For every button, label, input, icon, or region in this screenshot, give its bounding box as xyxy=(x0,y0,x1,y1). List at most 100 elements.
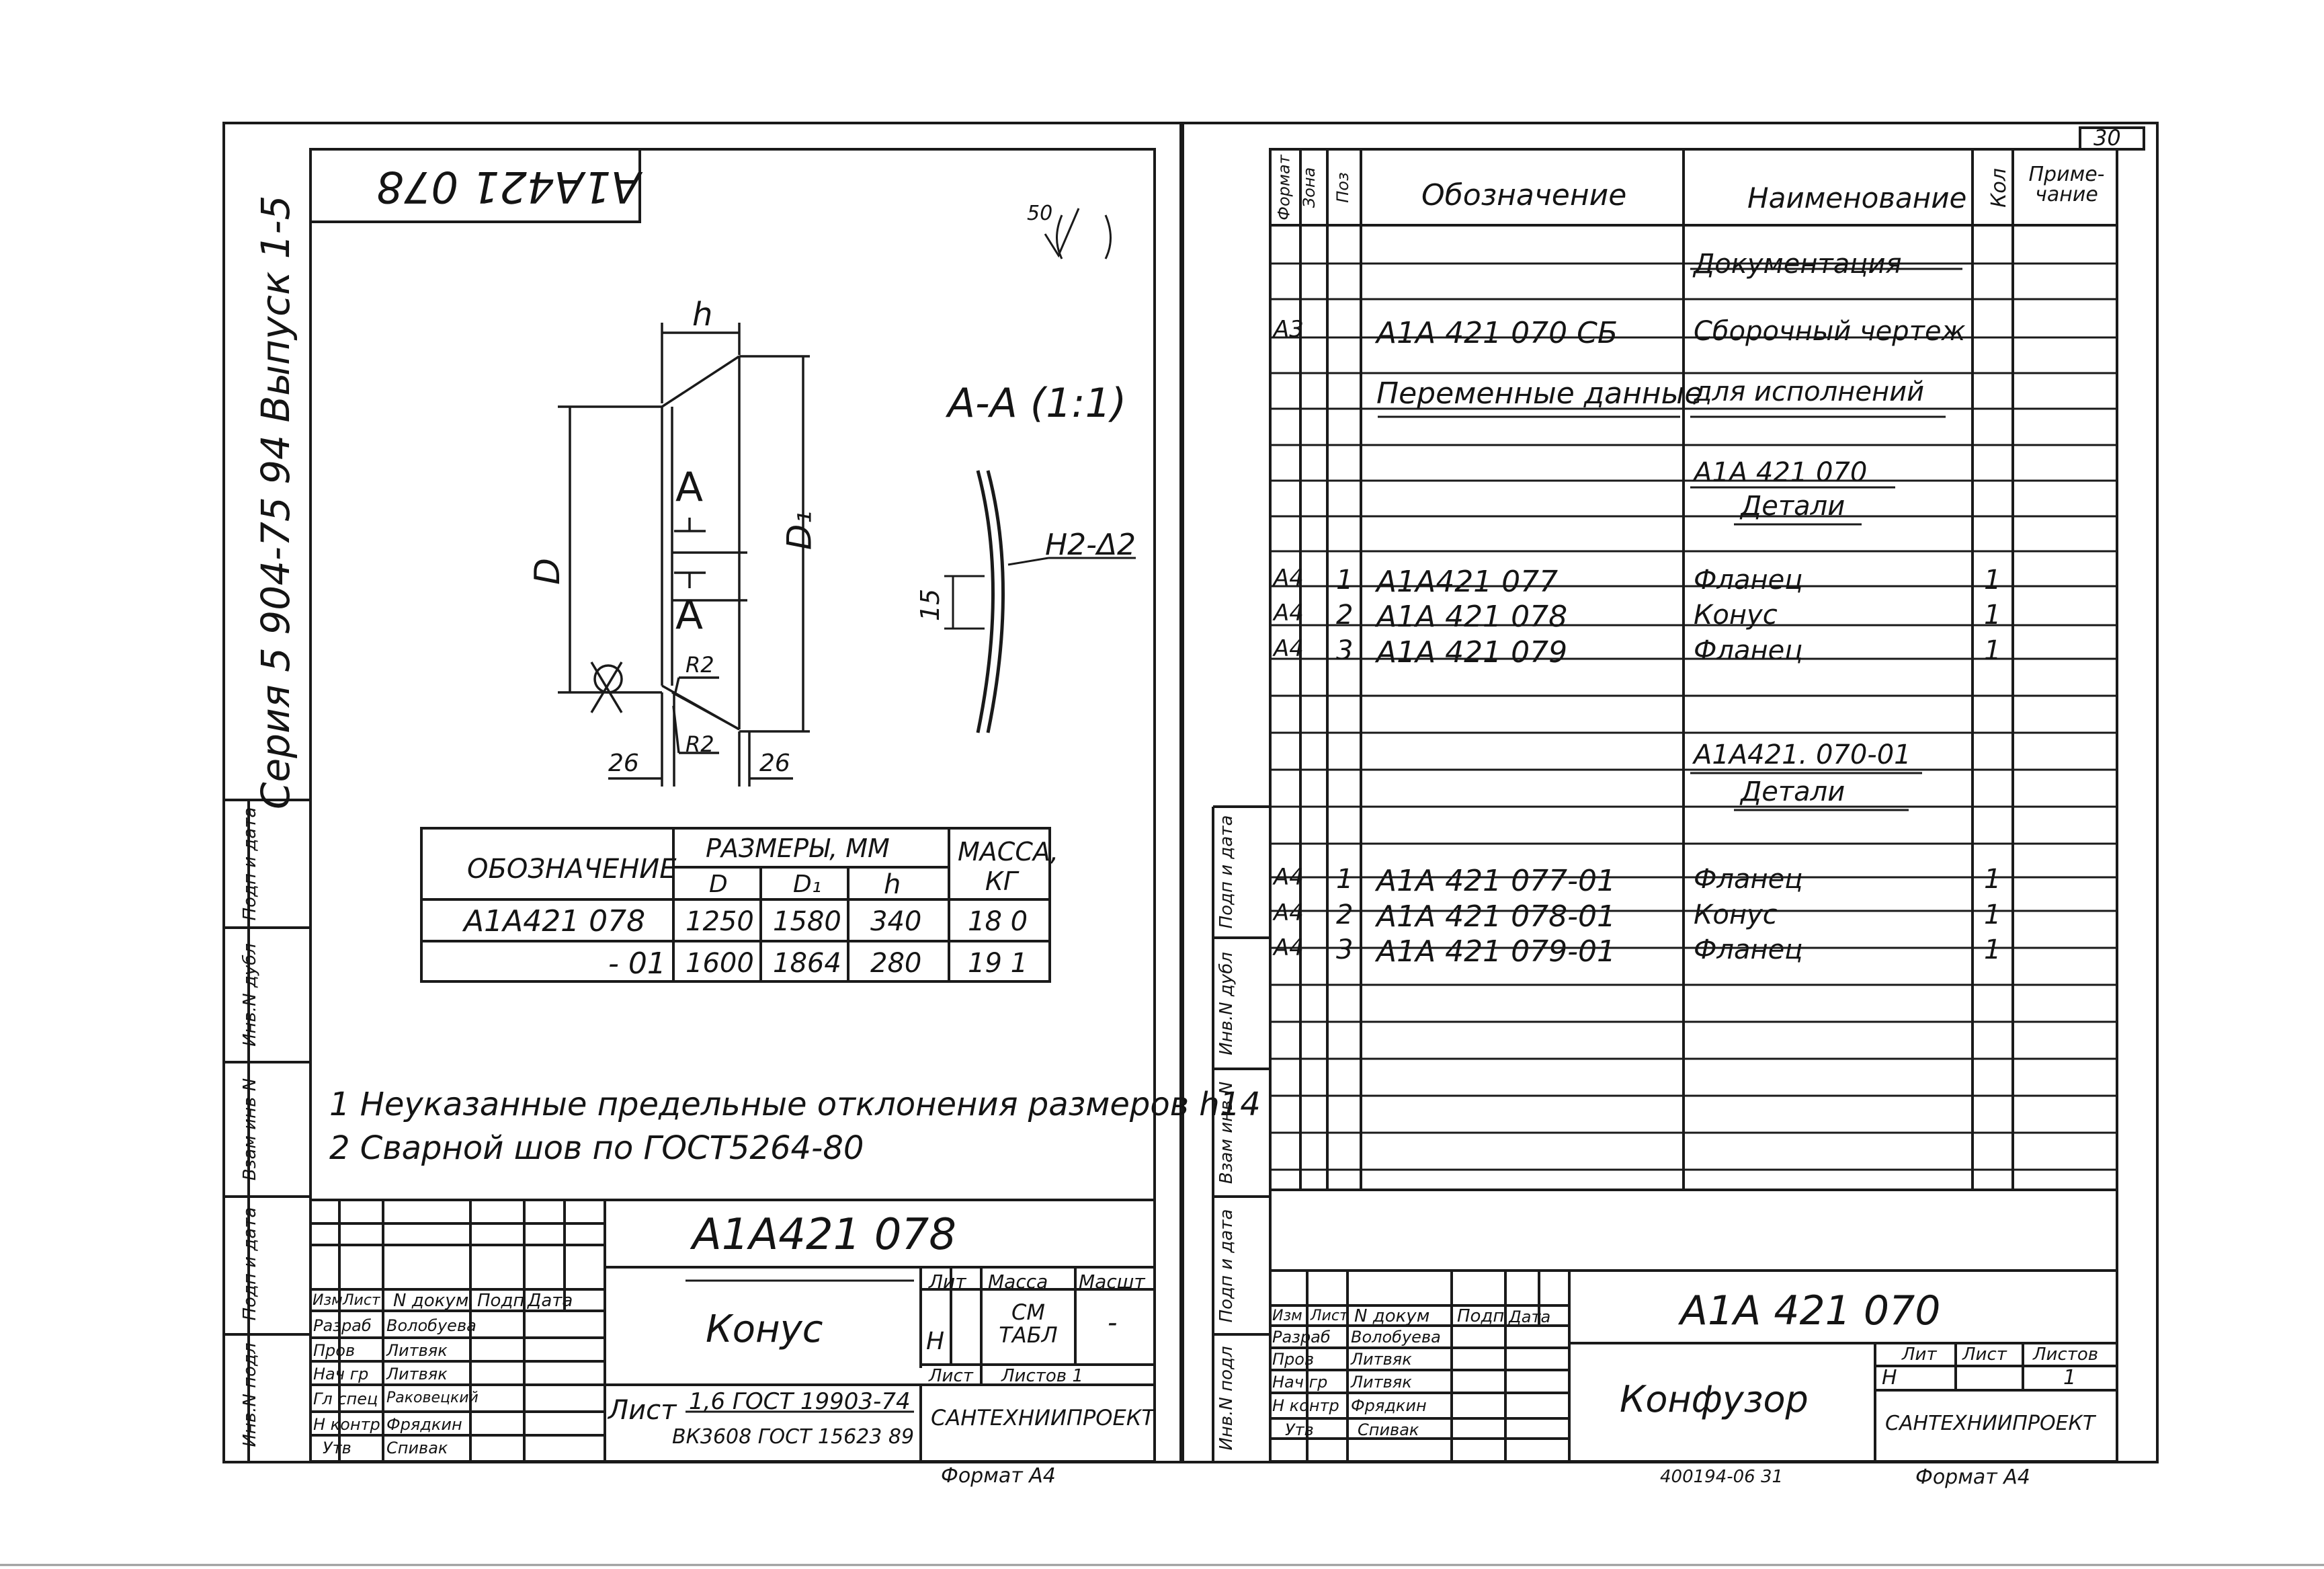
section-mark-bottom: А xyxy=(675,592,704,639)
left-tb-name-1: Волобуева xyxy=(386,1316,476,1335)
dim-D: D xyxy=(528,557,569,586)
left-tb-material-1: 1,6 ГОСТ 19903-74 xyxy=(689,1388,911,1415)
left-tb-role-2: Пров xyxy=(313,1341,356,1360)
spec-cell-qty: 1 xyxy=(1984,635,2001,666)
right-tb-lit: Н xyxy=(1882,1366,1897,1390)
spec-cell-name: Конус xyxy=(1694,600,1778,631)
right-tb-role-3: Нач гр xyxy=(1272,1373,1328,1392)
left-tb-h-doc: N докум. xyxy=(393,1291,474,1311)
left-format: Формат А4 xyxy=(941,1464,1056,1488)
spec-cell-qty: 1 xyxy=(1984,864,2001,895)
left-tb-role-4: Гл спец xyxy=(313,1390,378,1408)
spec-header-note: Приме-чание xyxy=(2028,163,2105,206)
spec-cell-name: Фланец xyxy=(1694,864,1803,895)
left-tb-org: САНТЕХНИИПРОЕКТ xyxy=(931,1405,1155,1431)
left-tb-name-5: Фрядкин xyxy=(386,1415,462,1434)
dim-h: h xyxy=(692,296,713,333)
left-strip-3: Взам инв N xyxy=(240,1078,260,1181)
left-tb-sheet: Лист xyxy=(929,1366,973,1386)
table-row-2-code: - 01 xyxy=(608,947,666,981)
section-dim-15: 15 xyxy=(915,588,946,622)
left-tb-role-1: Разраб xyxy=(313,1316,372,1335)
left-tb-name-4: Раковецкий xyxy=(386,1390,479,1406)
left-tb-name-2: Литвяк xyxy=(386,1341,448,1360)
table-row-2-D: 1600 xyxy=(686,948,754,979)
spec-cell-format: А4 xyxy=(1274,600,1304,627)
right-tb-h-sign: Подп xyxy=(1457,1306,1505,1326)
spec-header-pos: Поз xyxy=(1333,172,1352,203)
spec-cell-name: Детали xyxy=(1741,491,1845,522)
left-tb-name-6: Спивак xyxy=(386,1439,448,1457)
table-header-designation: ОБОЗНАЧЕНИЕ xyxy=(467,854,677,885)
left-tb-h-date: Дата xyxy=(528,1291,573,1311)
left-strip-5: Подп и дата xyxy=(240,807,260,921)
right-strip-1: Инв.N подл xyxy=(1216,1346,1237,1451)
spec-cell-name: Фланец xyxy=(1694,565,1803,596)
right-tb-name-4: Фрядкин xyxy=(1351,1396,1427,1415)
table-row-1-h: 340 xyxy=(870,906,922,937)
spec-cell-name: Фланец xyxy=(1694,635,1803,666)
right-tb-sheets-header: Листов xyxy=(2033,1344,2099,1365)
spec-cell-name: А1А 421 070 xyxy=(1694,457,1868,488)
table-row-1-code: А1А421 078 xyxy=(464,904,646,938)
spec-cell-pos: 3 xyxy=(1336,934,1354,965)
right-footer-code: 400194-06 31 xyxy=(1660,1467,1784,1487)
right-tb-sheet-header: Лист xyxy=(1962,1344,2007,1365)
left-tb-scale-header: Масшт xyxy=(1079,1271,1145,1293)
left-tb-name: Конус xyxy=(706,1308,823,1351)
table-row-2-mass: 19 1 xyxy=(968,948,1028,979)
roughness-value: 50 xyxy=(1027,202,1053,225)
spec-header-designation: Обозначение xyxy=(1421,178,1627,212)
left-tb-material-label: Лист xyxy=(608,1395,677,1426)
left-tb-role-6: Утв xyxy=(323,1439,351,1457)
weld-label: Н2-Δ2 xyxy=(1045,528,1136,562)
right-tb-name-3: Литвяк xyxy=(1351,1373,1412,1392)
spec-cell-name: Конус xyxy=(1694,899,1778,930)
spec-cell-designation: А1А 421 078 xyxy=(1376,600,1568,634)
dim-r2-bottom: R2 xyxy=(686,731,714,757)
note-1: 1 Неуказанные предельные отклонения разм… xyxy=(329,1086,1261,1123)
right-tb-role-2: Пров xyxy=(1272,1350,1315,1369)
left-tb-role-5: Н контр xyxy=(313,1415,380,1434)
spec-cell-designation: А1А 421 077-01 xyxy=(1376,864,1616,898)
left-tb-lit: Н xyxy=(926,1328,945,1355)
spec-cell-designation: А1А421 077 xyxy=(1376,565,1559,599)
spec-cell-qty: 1 xyxy=(1984,934,2001,965)
left-strip-2: Подп и дата xyxy=(240,1207,260,1321)
spec-cell-format: А4 xyxy=(1274,565,1304,592)
section-mark-top: А xyxy=(675,464,704,511)
spec-cell-designation: А1А 421 079 xyxy=(1376,635,1568,670)
table-row-2-D1: 1864 xyxy=(773,948,841,979)
spec-cell-name: Сборочный чертеж xyxy=(1694,316,1966,347)
spec-cell-pos: 1 xyxy=(1336,864,1354,895)
left-tb-scale: - xyxy=(1108,1308,1118,1338)
spec-cell-designation: А1А 421 078-01 xyxy=(1376,899,1616,934)
table-row-1-mass: 18 0 xyxy=(968,906,1028,937)
right-tb-name-5: Спивак xyxy=(1358,1420,1419,1439)
left-tb-sheets: Листов 1 xyxy=(1001,1366,1083,1386)
right-strip-5: Подп и дата xyxy=(1216,815,1237,929)
dim-r2-top: R2 xyxy=(686,652,714,678)
table-row-1-D: 1250 xyxy=(686,906,754,937)
spec-cell-qty: 1 xyxy=(1984,600,2001,631)
table-row-1-D1: 1580 xyxy=(773,906,841,937)
left-code-box xyxy=(309,148,641,223)
left-code-rotated: А1А421 078 xyxy=(376,161,640,211)
left-strip-4: Инв.N дубл xyxy=(240,943,260,1047)
note-2: 2 Сварной шов по ГОСТ5264-80 xyxy=(329,1129,864,1167)
left-tb-name-3: Литвяк xyxy=(386,1365,448,1383)
spec-header-name: Наименование xyxy=(1747,182,1967,214)
table-header-dimensions: РАЗМЕРЫ, ММ xyxy=(706,834,890,863)
left-tb-h-list: Лист xyxy=(343,1292,380,1309)
right-tb-name: Конфузор xyxy=(1620,1378,1809,1420)
right-strip-4: Инв.N дубл xyxy=(1216,952,1237,1055)
spec-cell-format: А4 xyxy=(1274,934,1304,961)
right-page-number: 30 xyxy=(2093,125,2121,151)
spec-header-format: Формат xyxy=(1274,155,1294,220)
table-header-D: D xyxy=(709,871,728,898)
right-tb-code: А1А 421 070 xyxy=(1680,1287,1941,1334)
spec-cell-qty: 1 xyxy=(1984,899,2001,930)
left-tb-h-izm: Изм xyxy=(313,1292,343,1309)
left-tb-mass-header: Масса xyxy=(988,1271,1048,1293)
